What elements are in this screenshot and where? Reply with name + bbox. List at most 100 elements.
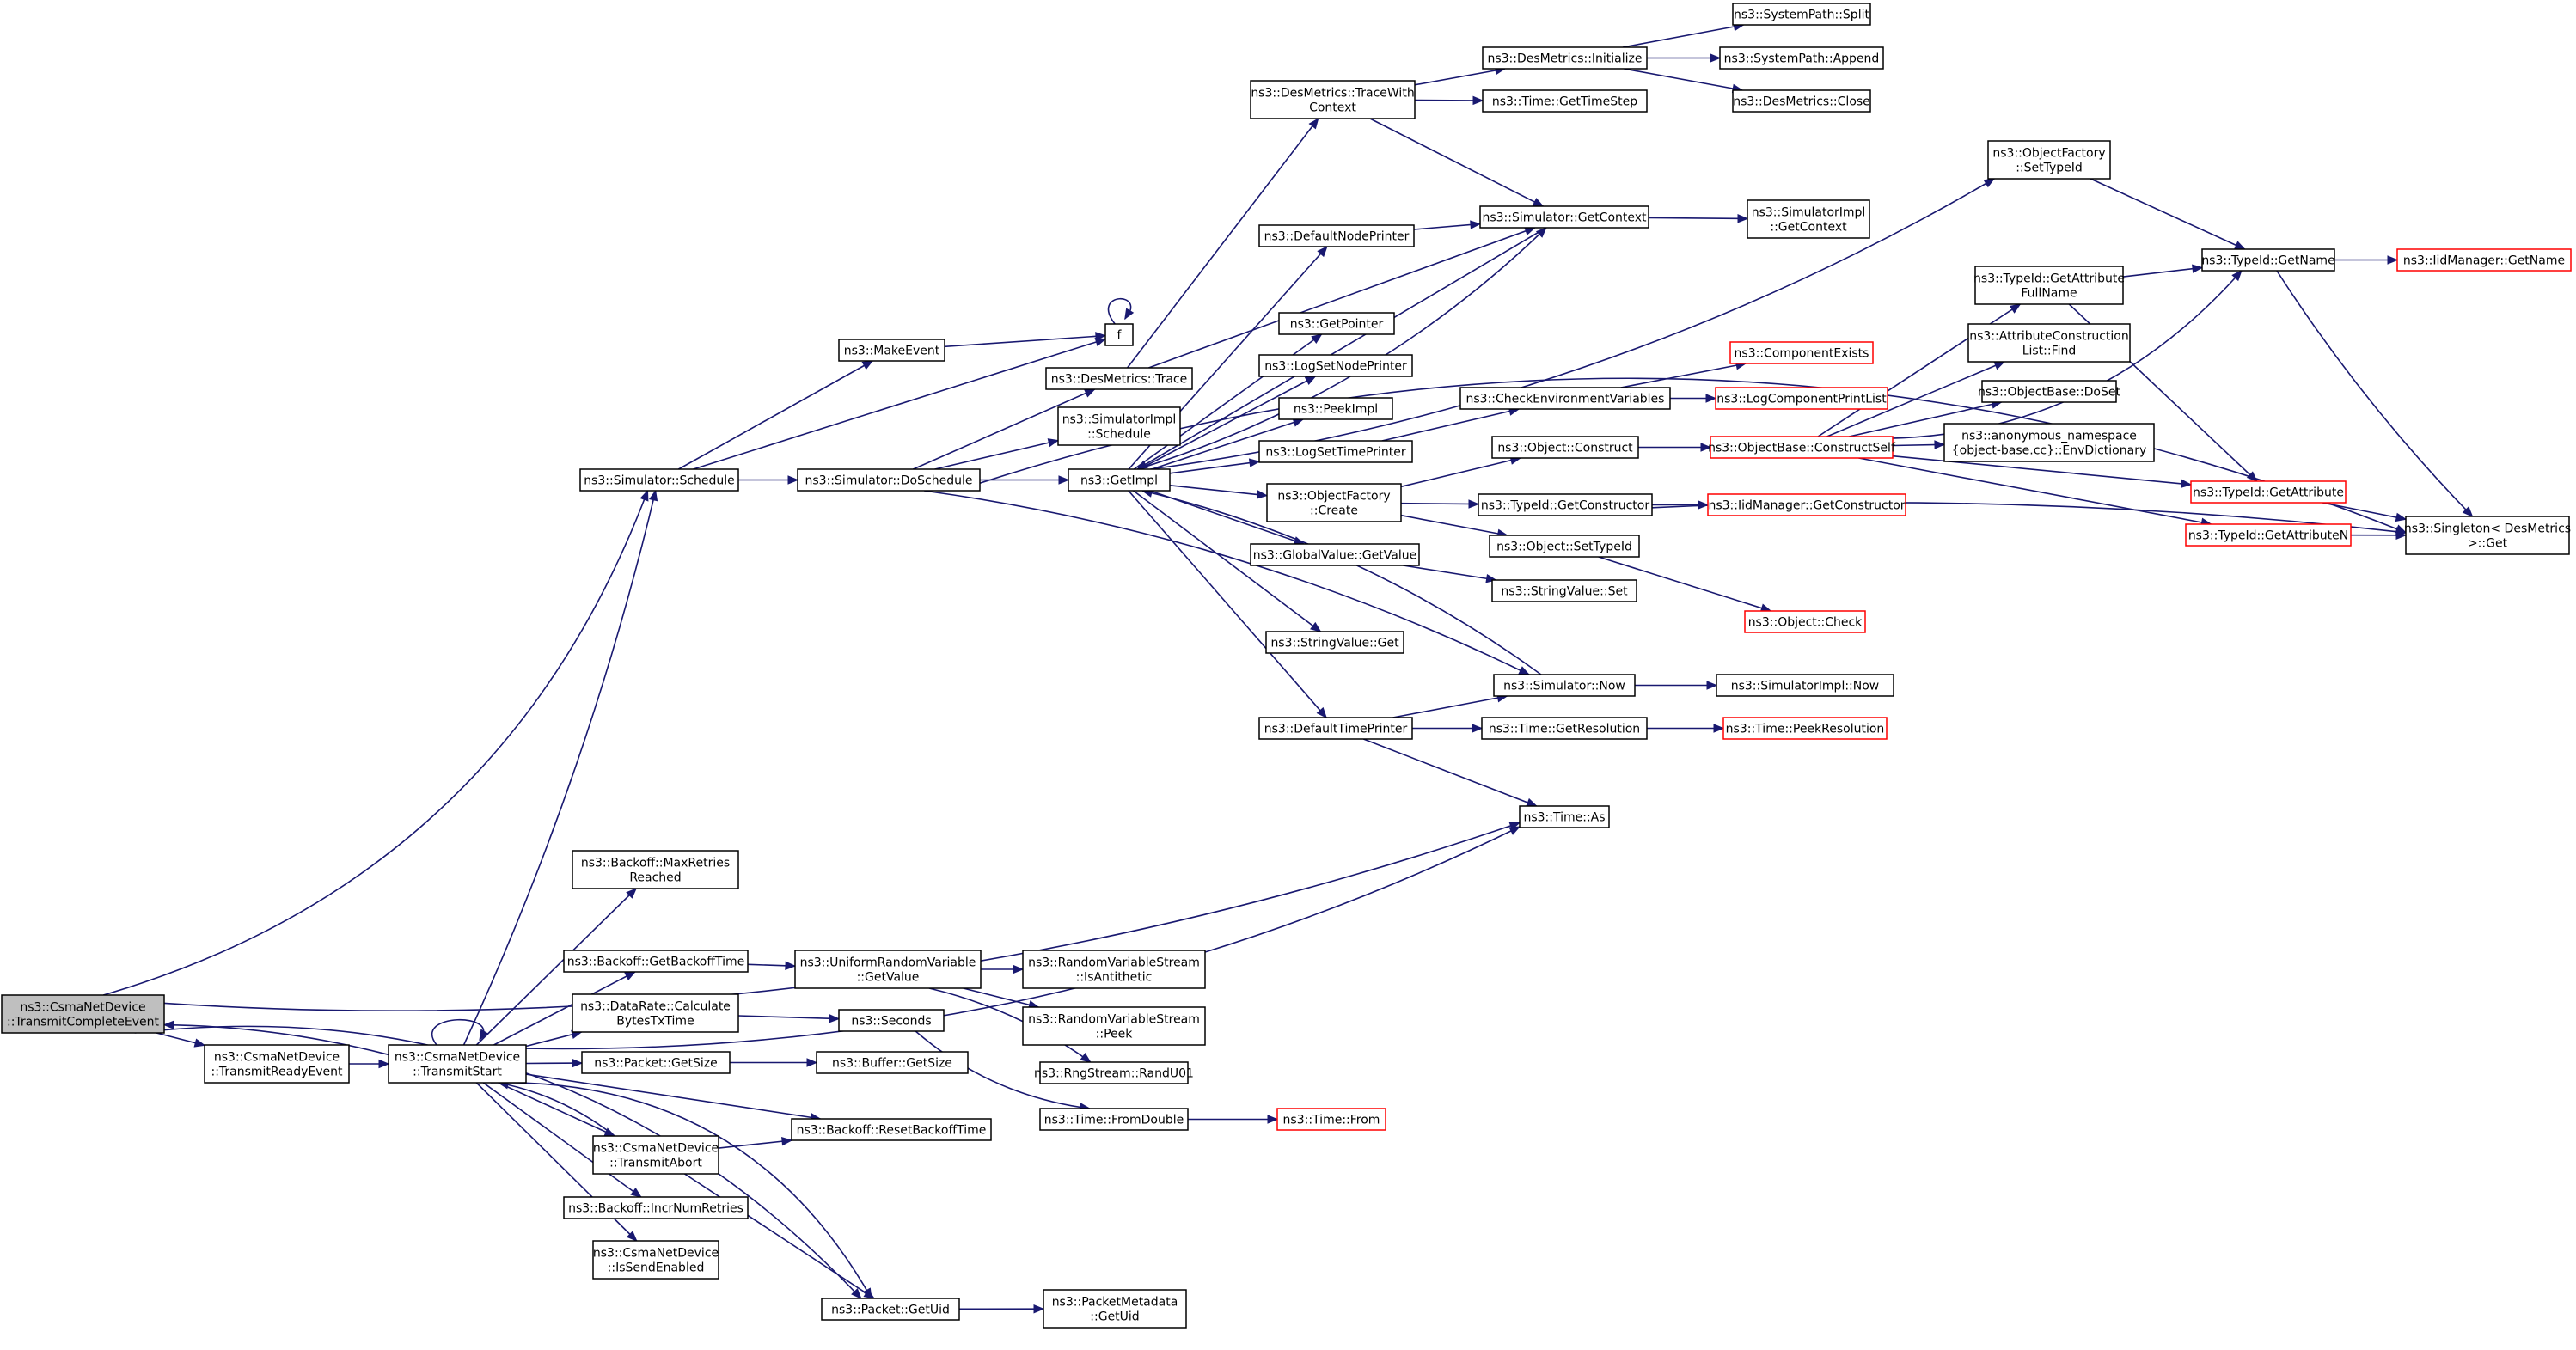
node-ofcreate[interactable]: ns3::ObjectFactory::Create (1266, 483, 1402, 522)
node-peekimpl[interactable]: ns3::PeekImpl (1278, 397, 1393, 420)
edge-urvgetvalue-to-rvspeek (963, 987, 1040, 1010)
node-tidgetname[interactable]: ns3::TypeId::GetName (2201, 248, 2335, 272)
node-spappend[interactable]: ns3::SystemPath::Append (1719, 46, 1884, 70)
node-lognode[interactable]: ns3::LogSetNodePrinter (1258, 354, 1413, 377)
node-pktgetuid[interactable]: ns3::Packet::GetUid (821, 1298, 960, 1321)
node-obdoset[interactable]: ns3::ObjectBase::DoSet (1978, 380, 2120, 403)
node-compexists[interactable]: ns3::ComponentExists (1729, 341, 1874, 364)
node-tstart[interactable]: ns3::CsmaNetDevice::TransmitStart (388, 1044, 527, 1084)
node-label: ns3::PacketMetadata (1052, 1296, 1178, 1310)
edge-timegetres-to-timepeekres (1646, 724, 1725, 733)
edge-line (1849, 401, 2002, 437)
node-timepeekres[interactable]: ns3::Time::PeekResolution (1722, 717, 1888, 740)
edge-line (1624, 68, 1743, 91)
node-simimplctx[interactable]: ns3::SimulatorImpl::GetContext (1747, 199, 1870, 239)
node-defnodepr[interactable]: ns3::DefaultNodePrinter (1258, 224, 1415, 247)
node-simnow[interactable]: ns3::Simulator::Now (1493, 674, 1636, 697)
node-rvsanti[interactable]: ns3::RandomVariableStream::IsAntithetic (1022, 950, 1206, 989)
node-timestep[interactable]: ns3::Time::GetTimeStep (1482, 89, 1648, 113)
node-tidgetctor[interactable]: ns3::TypeId::GetConstructor (1478, 493, 1653, 516)
edge-line (1133, 333, 1323, 470)
edge-line (1828, 270, 2243, 440)
node-checkenv[interactable]: ns3::CheckEnvironmentVariables (1459, 387, 1671, 410)
node-destrace[interactable]: ns3::DesMetrics::Trace (1045, 367, 1193, 390)
node-label: ns3::CsmaNetDevice (20, 1001, 145, 1015)
node-box (1, 994, 165, 1034)
node-bufgetsize[interactable]: ns3::Buffer::GetSize (816, 1051, 969, 1074)
node-tidgetattrn[interactable]: ns3::TypeId::GetAttributeN (2185, 523, 2352, 547)
edge-line (1413, 223, 1481, 230)
node-simimplnow[interactable]: ns3::SimulatorImpl::Now (1716, 674, 1894, 697)
node-simimplsch[interactable]: ns3::SimulatorImpl::Schedule (1057, 406, 1181, 446)
node-pmgetuid[interactable]: ns3::PacketMetadata::GetUid (1043, 1289, 1187, 1329)
node-dmclose[interactable]: ns3::DesMetrics::Close (1732, 89, 1871, 113)
node-timegetres[interactable]: ns3::Time::GetResolution (1481, 717, 1648, 740)
node-issendenabled[interactable]: ns3::CsmaNetDevice::IsSendEnabled (592, 1240, 719, 1280)
node-resetbackoff[interactable]: ns3::Backoff::ResetBackoffTime (791, 1118, 992, 1141)
node-objconstruct[interactable]: ns3::Object::Construct (1491, 436, 1639, 459)
node-objcheck[interactable]: ns3::Object::Check (1744, 610, 1866, 633)
node-seconds[interactable]: ns3::Seconds (838, 1009, 945, 1032)
arrowhead (861, 360, 874, 370)
node-dminit[interactable]: ns3::DesMetrics::Initialize (1482, 46, 1648, 70)
node-getbackoff[interactable]: ns3::Backoff::GetBackoffTime (563, 950, 749, 973)
node-pktgetsize[interactable]: ns3::Packet::GetSize (581, 1051, 731, 1074)
node-incrretries[interactable]: ns3::Backoff::IncrNumRetries (563, 1196, 749, 1219)
arrowhead (1304, 376, 1317, 385)
node-urvgetvalue[interactable]: ns3::UniformRandomVariable::GetValue (794, 950, 982, 989)
edge-tstart-to-pktgetsize (525, 1058, 584, 1068)
node-logcpl[interactable]: ns3::LogComponentPrintList (1715, 387, 1888, 410)
node-box (791, 1118, 992, 1141)
node-root[interactable]: ns3::CsmaNetDevice::TransmitCompleteEven… (1, 994, 165, 1034)
node-iidgetctor[interactable]: ns3::IidManager::GetConstructor (1707, 493, 1906, 516)
node-anonenv[interactable]: ns3::anonymous_namespace{object-base.cc}… (1943, 423, 2155, 462)
node-label: ns3::TypeId::GetConstructor (1481, 499, 1649, 513)
node-rngrand[interactable]: ns3::RngStream::RandU01 (1034, 1061, 1194, 1084)
node-tidgetattr[interactable]: ns3::TypeId::GetAttribute (2190, 480, 2347, 504)
node-f[interactable]: f (1104, 323, 1134, 346)
node-gvget[interactable]: ns3::GlobalValue::GetValue (1250, 543, 1420, 566)
node-label: ::Peek (1096, 1028, 1134, 1042)
node-timefrom[interactable]: ns3::Time::From (1276, 1108, 1386, 1131)
node-timeas[interactable]: ns3::Time::As (1519, 805, 1610, 828)
node-sched[interactable]: ns3::Simulator::Schedule (579, 468, 739, 492)
arrowhead (1316, 706, 1327, 718)
node-box (581, 1051, 731, 1074)
edge-checkenv-to-logcpl (1670, 394, 1717, 403)
node-getimpl[interactable]: ns3::GetImpl (1068, 468, 1171, 492)
node-logtime[interactable]: ns3::LogSetTimePrinter (1258, 440, 1413, 463)
node-getptr[interactable]: ns3::GetPointer (1278, 312, 1395, 335)
node-obconself[interactable]: ns3::ObjectBase::ConstructSelf (1708, 436, 1896, 459)
edge-dosch-to-getimpl (980, 475, 1070, 485)
node-tre[interactable]: ns3::CsmaNetDevice::TransmitReadyEvent (204, 1044, 350, 1084)
node-timefromdbl[interactable]: ns3::Time::FromDouble (1039, 1108, 1189, 1131)
node-box (1943, 423, 2155, 462)
node-dosch[interactable]: ns3::Simulator::DoSchedule (797, 468, 981, 492)
node-ofsettid[interactable]: ns3::ObjectFactory::SetTypeId (1987, 140, 2111, 180)
node-deftimepr[interactable]: ns3::DefaultTimePrinter (1258, 717, 1413, 740)
node-makeev[interactable]: ns3::MakeEvent (838, 339, 945, 362)
node-box (1482, 46, 1648, 70)
node-iidgetname[interactable]: ns3::IidManager::GetName (2396, 248, 2572, 272)
node-objsettid[interactable]: ns3::Object::SetTypeId (1489, 535, 1640, 558)
edge-tstart-to-root (162, 1020, 389, 1056)
edge-line (1128, 490, 1327, 718)
edge-getimpl-to-getptr (1133, 333, 1323, 470)
node-svset[interactable]: ns3::StringValue::Set (1491, 579, 1637, 602)
node-svget[interactable]: ns3::StringValue::Get (1265, 631, 1404, 654)
node-spsplit[interactable]: ns3::SystemPath::Split (1732, 3, 1871, 26)
node-rvspeek[interactable]: ns3::RandomVariableStream::Peek (1022, 1006, 1206, 1046)
node-singleton[interactable]: ns3::Singleton< DesMetrics >::Get (2404, 516, 2571, 555)
node-tabort[interactable]: ns3::CsmaNetDevice::TransmitAbort (592, 1135, 719, 1175)
arrowhead (1310, 621, 1322, 632)
node-getctx[interactable]: ns3::Simulator::GetContext (1479, 205, 1649, 229)
node-box (1974, 266, 2124, 305)
node-box (1716, 674, 1894, 697)
edge-line (1169, 485, 1268, 497)
edge-tabort-to-pktgetuid (684, 1173, 876, 1299)
